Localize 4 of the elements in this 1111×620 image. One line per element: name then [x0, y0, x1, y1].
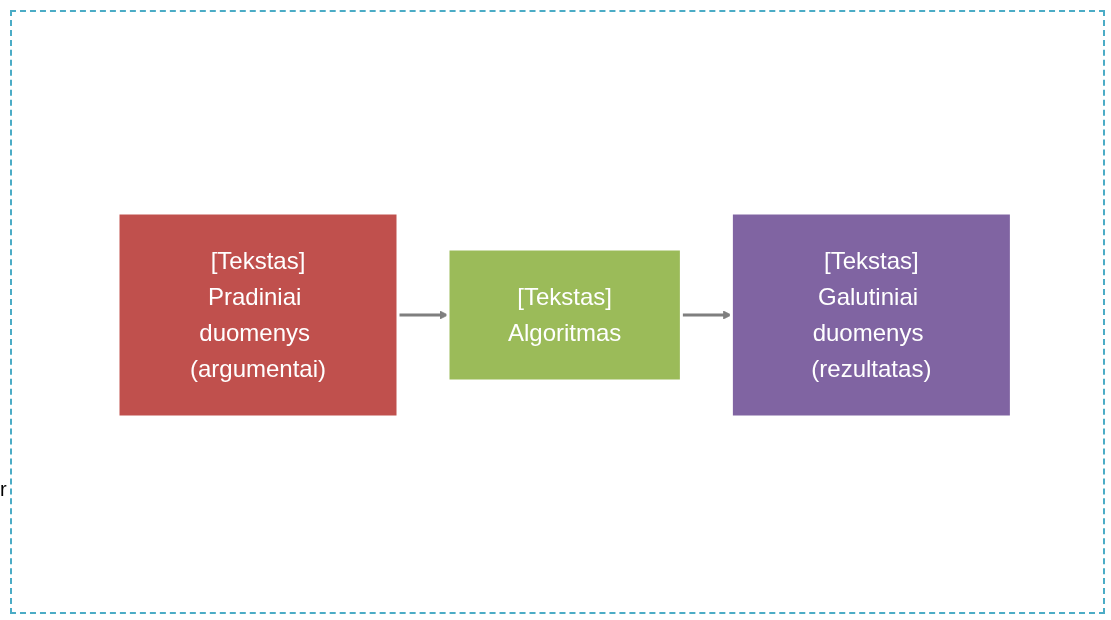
stray-text: r — [0, 478, 7, 500]
node-box: [Tekstas] Pradiniai duomenys (argumentai) — [116, 211, 400, 419]
arrow — [398, 310, 449, 320]
node-box: [Tekstas] Algoritmas — [446, 247, 684, 383]
